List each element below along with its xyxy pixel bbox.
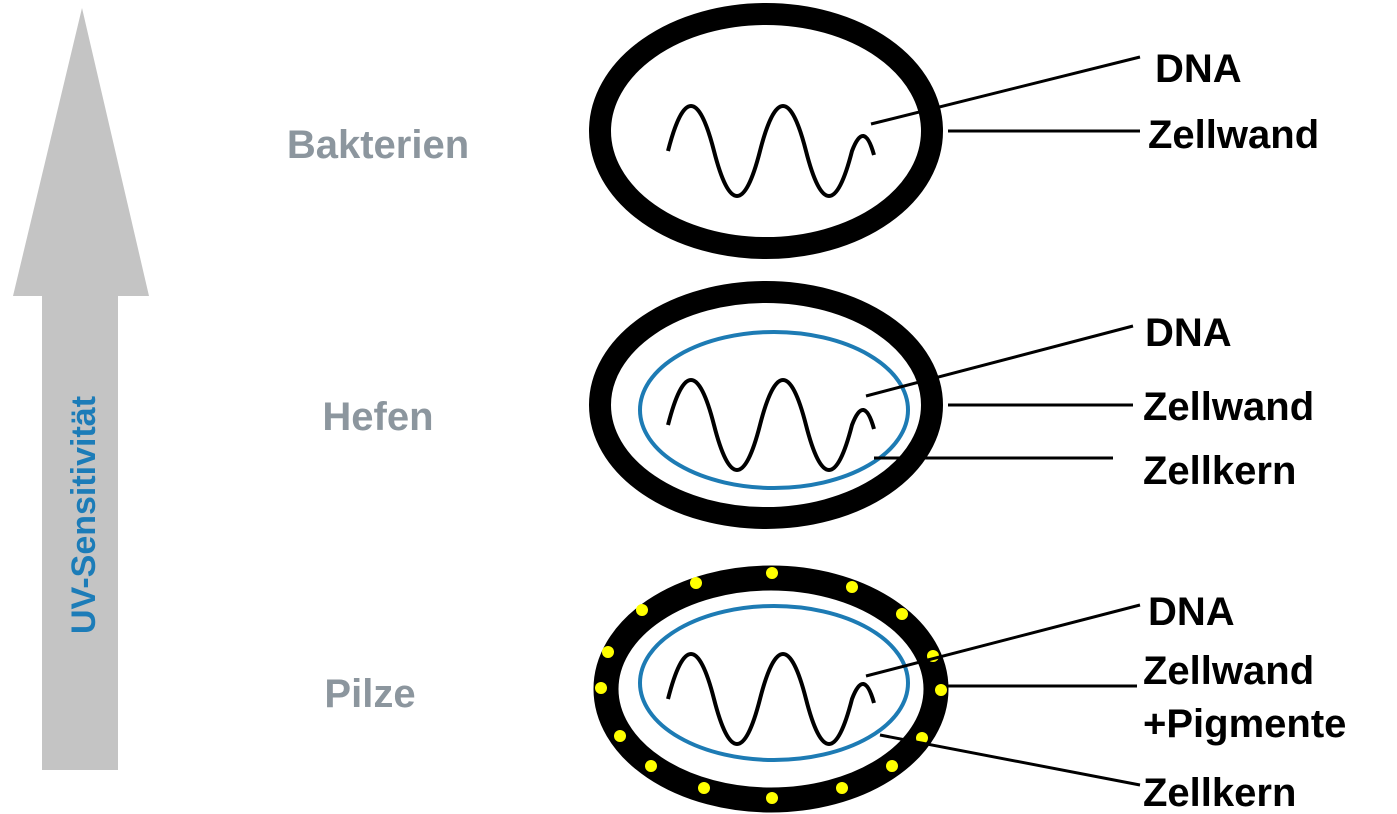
- fungi-label-cell-wall: Zellwand: [1143, 649, 1314, 693]
- arrow-shape: [13, 8, 149, 770]
- bacteria-label-dna: DNA: [1155, 47, 1242, 91]
- pigment-dot: [846, 581, 858, 593]
- pigment-dot: [636, 604, 648, 616]
- uv-sensitivity-label: UV-Sensitivität: [65, 396, 103, 634]
- pigment-dot: [886, 760, 898, 772]
- pigment-dot: [896, 608, 908, 620]
- fungi-label-pigments: +Pigmente: [1143, 702, 1346, 746]
- bacteria-label-cell-wall: Zellwand: [1148, 113, 1319, 157]
- dna-pointer-line: [870, 55, 1141, 126]
- dna-strand: [666, 378, 876, 472]
- pigment-dot: [935, 684, 947, 696]
- group-label-pilze: Pilze: [324, 672, 415, 716]
- dna-strand: [666, 652, 876, 746]
- pigment-dot: [602, 646, 614, 658]
- fungi-cell: [593, 565, 1141, 813]
- group-label-bakterien: Bakterien: [287, 123, 469, 167]
- group-label-hefen: Hefen: [322, 395, 433, 439]
- dna-pointer-line: [865, 324, 1134, 398]
- yeast-label-cell-wall: Zellwand: [1143, 385, 1314, 429]
- fungi-label-nucleus: Zellkern: [1143, 771, 1296, 814]
- uv-sensitivity-arrow: UV-Sensitivität: [13, 8, 149, 770]
- dna-pointer-line: [865, 603, 1141, 678]
- nucleus: [638, 330, 910, 490]
- dna-strand: [666, 104, 876, 198]
- pigment-dot: [698, 782, 710, 794]
- nucleus-pointer-line: [879, 733, 1141, 787]
- nucleus: [638, 604, 910, 762]
- fungi-label-dna: DNA: [1148, 590, 1235, 634]
- yeast-label-dna: DNA: [1145, 311, 1232, 355]
- bacteria-cell: [589, 3, 1141, 259]
- pigment-dot: [836, 782, 848, 794]
- yeast-cell: [589, 281, 1134, 529]
- pigment-dot: [766, 567, 778, 579]
- pigment-dot: [645, 760, 657, 772]
- pigment-dot: [614, 730, 626, 742]
- pigment-dot: [690, 577, 702, 589]
- pigment-dot: [766, 792, 778, 804]
- yeast-label-nucleus: Zellkern: [1143, 449, 1296, 493]
- pigment-dot: [595, 682, 607, 694]
